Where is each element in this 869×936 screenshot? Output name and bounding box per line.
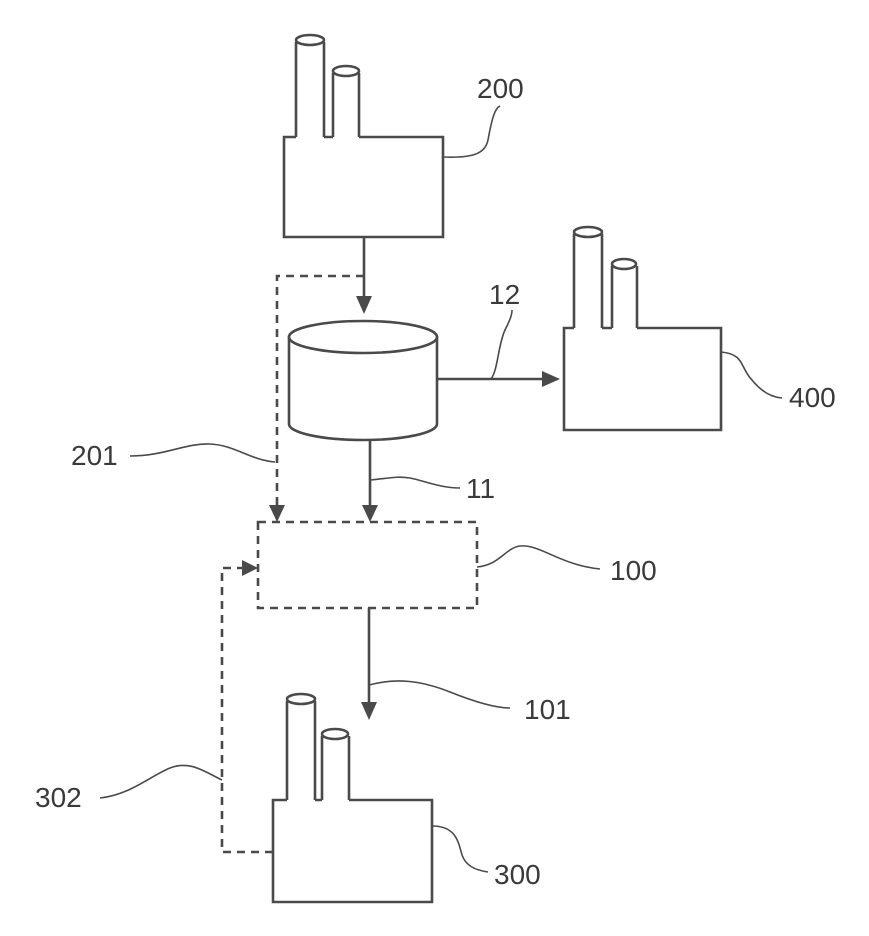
label-300: 300 [494,859,541,890]
label-100: 100 [610,555,657,586]
label-201: 201 [71,440,118,471]
factory-200: 200 [284,35,524,237]
label-200: 200 [477,73,524,104]
factory-400: 400 [564,227,836,430]
label-12: 12 [489,279,520,310]
flow-12: 12 [437,279,560,387]
label-302: 302 [35,782,82,813]
factory-300: 300 [273,694,541,902]
process-box-100: 100 [258,522,657,608]
flow-11: 11 [362,440,495,522]
label-11: 11 [466,473,495,504]
storage-tank [289,321,437,440]
dashed-feed-302: 302 [35,560,273,852]
label-101: 101 [524,694,571,725]
label-400: 400 [789,382,836,413]
flow-101: 101 [361,608,571,725]
